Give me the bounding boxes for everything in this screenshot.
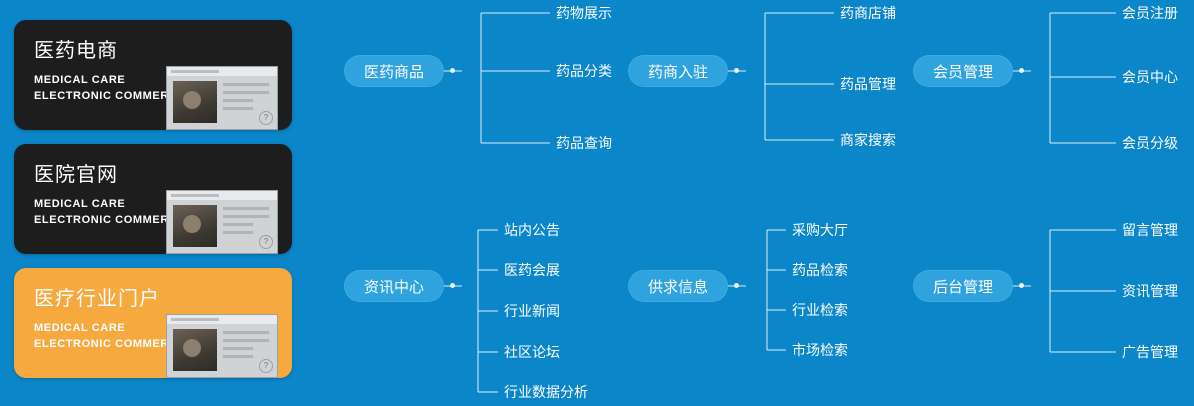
leaf-market-retrieval[interactable]: 市场检索	[792, 342, 848, 358]
card-title: 医院官网	[34, 164, 118, 186]
node-supply-demand[interactable]: 供求信息	[628, 270, 728, 302]
connector-dot	[734, 68, 739, 73]
card-subtitle-line1: MEDICAL CARE	[34, 322, 126, 334]
leaf-member-center[interactable]: 会员中心	[1122, 69, 1178, 85]
leaf-drug-retrieval[interactable]: 药品检索	[792, 262, 848, 278]
leaf-industry-news[interactable]: 行业新闻	[504, 303, 560, 319]
leaf-site-announcement[interactable]: 站内公告	[504, 222, 560, 238]
thumbnail-text-lines	[223, 83, 269, 115]
leaf-member-tier[interactable]: 会员分级	[1122, 135, 1178, 151]
card-subtitle-line1: MEDICAL CARE	[34, 74, 126, 86]
card-title: 医药电商	[34, 40, 118, 62]
leaf-industry-data-analysis[interactable]: 行业数据分析	[504, 384, 588, 400]
connector-dot	[1019, 68, 1024, 73]
card-medical-ecommerce[interactable]: 医药电商 MEDICAL CARE ELECTRONIC COMMERCE ?	[14, 20, 292, 130]
card-subtitle: MEDICAL CARE ELECTRONIC COMMERCE	[34, 320, 185, 352]
node-backend-management[interactable]: 后台管理	[913, 270, 1013, 302]
thumbnail-badge: ?	[259, 111, 273, 125]
card-thumbnail: ?	[166, 66, 278, 130]
leaf-pharmacy-store[interactable]: 药商店铺	[840, 5, 896, 21]
node-information-center[interactable]: 资讯中心	[344, 270, 444, 302]
card-subtitle-line2: ELECTRONIC COMMERCE	[34, 214, 186, 226]
connector-dot	[734, 283, 739, 288]
node-pharmacy-onboarding[interactable]: 药商入驻	[628, 55, 728, 87]
thumbnail-browser-bar	[167, 67, 277, 76]
leaf-community-forum[interactable]: 社区论坛	[504, 344, 560, 360]
thumbnail-badge: ?	[259, 235, 273, 249]
connector-lines	[444, 12, 1116, 393]
card-thumbnail: ?	[166, 314, 278, 378]
leaf-drug-management[interactable]: 药品管理	[840, 76, 896, 92]
card-thumbnail: ?	[166, 190, 278, 254]
thumbnail-photo	[173, 81, 217, 123]
connector-dot	[450, 68, 455, 73]
leaf-purchasing-hall[interactable]: 采购大厅	[792, 222, 848, 238]
card-medical-industry-portal[interactable]: 医疗行业门户 MEDICAL CARE ELECTRONIC COMMERCE …	[14, 268, 292, 378]
leaf-drug-search[interactable]: 药品查询	[556, 135, 612, 151]
card-subtitle-line2: ELECTRONIC COMMERCE	[34, 90, 186, 102]
connector-dot	[1019, 283, 1024, 288]
thumbnail-browser-bar	[167, 191, 277, 200]
thumbnail-photo	[173, 329, 217, 371]
thumbnail-text-lines	[223, 207, 269, 239]
thumbnail-text-lines	[223, 331, 269, 363]
leaf-news-management[interactable]: 资讯管理	[1122, 283, 1178, 299]
thumbnail-badge: ?	[259, 359, 273, 373]
card-subtitle-line1: MEDICAL CARE	[34, 198, 126, 210]
leaf-ad-management[interactable]: 广告管理	[1122, 344, 1178, 360]
leaf-drug-category[interactable]: 药品分类	[556, 63, 612, 79]
leaf-message-management[interactable]: 留言管理	[1122, 222, 1178, 238]
connector-dot	[450, 283, 455, 288]
card-subtitle: MEDICAL CARE ELECTRONIC COMMERCE	[34, 196, 185, 228]
node-medicine-products[interactable]: 医药商品	[344, 55, 444, 87]
leaf-member-register[interactable]: 会员注册	[1122, 5, 1178, 21]
node-member-management[interactable]: 会员管理	[913, 55, 1013, 87]
leaf-industry-retrieval[interactable]: 行业检索	[792, 302, 848, 318]
thumbnail-photo	[173, 205, 217, 247]
leaf-drug-display[interactable]: 药物展示	[556, 5, 612, 21]
thumbnail-browser-bar	[167, 315, 277, 324]
sitemap-diagram: 医药商品 药商入驻 会员管理 资讯中心 供求信息 后台管理 药物展示 药品分类 …	[300, 0, 1194, 406]
card-subtitle: MEDICAL CARE ELECTRONIC COMMERCE	[34, 72, 185, 104]
card-hospital-website[interactable]: 医院官网 MEDICAL CARE ELECTRONIC COMMERCE ?	[14, 144, 292, 254]
card-title: 医疗行业门户	[34, 288, 160, 310]
leaf-medical-expo[interactable]: 医药会展	[504, 262, 560, 278]
card-subtitle-line2: ELECTRONIC COMMERCE	[34, 338, 186, 350]
site-cards-panel: 医药电商 MEDICAL CARE ELECTRONIC COMMERCE ? …	[14, 20, 294, 392]
leaf-merchant-search[interactable]: 商家搜索	[840, 132, 896, 148]
